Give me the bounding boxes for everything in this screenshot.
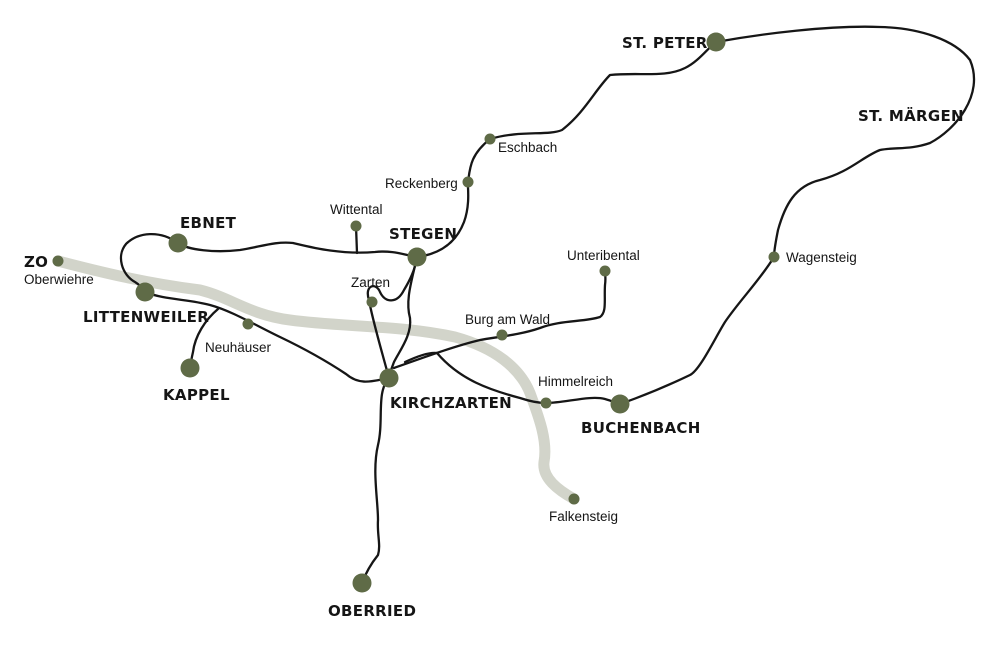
label-falkensteig: Falkensteig [549, 509, 618, 524]
littenweiler-marker [135, 282, 155, 302]
label-stegen: STEGEN [389, 225, 457, 243]
label-ebnet: EBNET [180, 214, 237, 232]
label-oberried: OBERRIED [328, 602, 416, 620]
label-st-maergen: ST. MÄRGEN [858, 106, 964, 125]
st-peter-marker [706, 32, 726, 52]
zarten-marker [366, 296, 378, 308]
label-kappel: KAPPEL [163, 386, 230, 404]
label-buchenbach: BUCHENBACH [581, 419, 701, 437]
road-burg-unteribental [392, 269, 607, 370]
label-kirchzarten: KIRCHZARTEN [390, 394, 512, 412]
wittental-marker [350, 220, 362, 232]
neuhaeuser-marker [242, 318, 254, 330]
rail-line [52, 255, 580, 505]
label-neuhaeuser: Neuhäuser [205, 340, 272, 355]
road-st-peter-loop [415, 25, 976, 406]
ebnet-marker [168, 233, 188, 253]
label-wagensteig: Wagensteig [786, 250, 857, 265]
label-unteribental: Unteribental [567, 248, 640, 263]
label-zo: ZO [24, 253, 48, 271]
zo-marker [52, 255, 64, 267]
oberried-marker [352, 573, 372, 593]
burg-am-wald-marker [496, 329, 508, 341]
himmelreich-marker [540, 397, 552, 409]
unteribental-marker [599, 265, 611, 277]
road-oberried [360, 376, 391, 585]
buchenbach-marker [610, 394, 630, 414]
road-zarten-loop [366, 255, 419, 380]
label-littenweiler: LITTENWEILER [83, 308, 209, 326]
label-himmelreich: Himmelreich [538, 374, 613, 389]
wagensteig-marker [768, 251, 780, 263]
road-littenweiler-kirchzarten [143, 290, 391, 383]
label-zarten: Zarten [351, 275, 390, 290]
label-st-peter: ST. PETER [622, 34, 708, 52]
road-ebnet-stegen [176, 241, 419, 259]
reckenberg-marker [462, 176, 474, 188]
label-reckenberg: Reckenberg [385, 176, 458, 191]
falkensteig-marker [568, 493, 580, 505]
label-wittental: Wittental [330, 202, 383, 217]
label-oberwiehre: Oberwiehre [24, 272, 94, 287]
stegen-marker [407, 247, 427, 267]
eschbach-marker [484, 133, 496, 145]
road-kirchzarten-himmelreich-link [403, 351, 439, 364]
kirchzarten-marker [379, 368, 399, 388]
label-burg-am-wald: Burg am Wald [465, 312, 550, 327]
kappel-marker [180, 358, 200, 378]
label-eschbach: Eschbach [498, 140, 557, 155]
